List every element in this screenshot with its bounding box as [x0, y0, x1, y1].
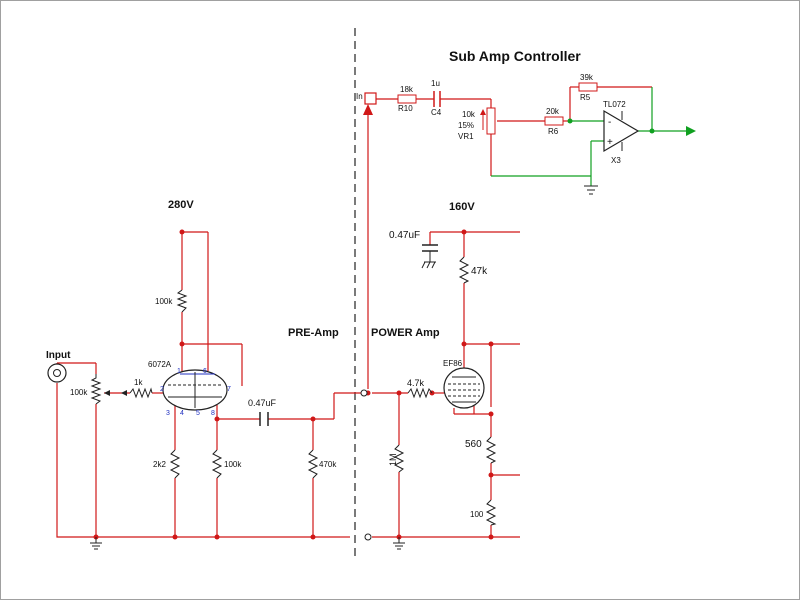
power-plate-resistor-icon	[458, 256, 470, 284]
supply-280v-label: 280V	[168, 199, 194, 211]
vr1-potentiometer-icon	[480, 107, 496, 135]
input-pot-icon	[90, 374, 110, 405]
c4-capacitor-icon	[433, 91, 441, 107]
grid-resistor-icon	[129, 387, 153, 399]
power-cathode2-resistor-icon	[485, 499, 497, 526]
poweramp-label: POWER Amp	[371, 327, 440, 339]
r5-resistor-icon	[578, 82, 598, 92]
c4-name: C4	[431, 108, 442, 117]
opamp-plus: +	[607, 137, 613, 148]
opamp-minus: -	[608, 117, 611, 128]
input-pot-value: 100k	[70, 388, 88, 397]
r6-value: 20k	[546, 107, 560, 116]
cathode2-resistor-icon	[211, 449, 223, 479]
decoupling-cap-value: 0.47uF	[389, 230, 420, 241]
input-jack-icon	[47, 363, 67, 383]
plate-resistor-value: 100k	[155, 297, 173, 306]
svg-text:6: 6	[203, 368, 207, 375]
diagram-title: Sub Amp Controller	[449, 48, 581, 64]
power-cathode-resistor-value: 560	[465, 439, 482, 450]
cathode-resistor-icon	[169, 449, 181, 479]
plate-resistor-icon	[176, 289, 188, 313]
opamp-part: TL072	[603, 100, 626, 109]
vr1-tolerance: 15%	[458, 121, 474, 130]
power-grid-leak-value: 1M	[388, 453, 398, 466]
preamp-tube-icon	[162, 369, 228, 411]
preamp-tube-label: 6072A	[148, 360, 172, 369]
power-grid-leak-icon	[393, 444, 405, 473]
terminal-ground-icon	[364, 533, 372, 541]
svg-text:7: 7	[227, 386, 231, 393]
cathode2-resistor-value: 100k	[224, 460, 242, 469]
r10-name: R10	[398, 104, 413, 113]
power-cathode2-resistor-value: 100	[470, 510, 484, 519]
r10-resistor-icon	[397, 94, 417, 104]
opamp-ref: X3	[611, 156, 621, 165]
power-tube-label: EF86	[443, 359, 463, 368]
svg-text:4: 4	[180, 410, 184, 417]
preamp-wires	[56, 231, 364, 538]
grid-resistor-value: 1k	[134, 378, 143, 387]
controller-in-label: In	[356, 92, 363, 101]
controller-wires-red	[368, 86, 652, 176]
r5-name: R5	[580, 93, 591, 102]
cathode-resistor-value: 2k2	[153, 460, 166, 469]
coupling-cap-value: 0.47uF	[248, 398, 277, 408]
ground-icon-2	[393, 537, 405, 550]
r6-resistor-icon	[544, 116, 564, 126]
terminal-signal-icon	[360, 389, 368, 397]
c4-value: 1u	[431, 79, 440, 88]
r5-value: 39k	[580, 73, 594, 82]
power-grid-resistor-value: 4.7k	[407, 378, 425, 388]
r10-value: 18k	[400, 85, 414, 94]
power-cathode-resistor-icon	[485, 436, 497, 464]
svg-text:8: 8	[211, 410, 215, 417]
power-tube-icon	[443, 367, 485, 409]
preamp-label: PRE-Amp	[288, 327, 339, 339]
opamp-icon	[603, 109, 640, 153]
coupling-capacitor-icon	[259, 412, 269, 426]
grid-leak-value: 470k	[319, 460, 337, 469]
input-label: Input	[46, 350, 71, 361]
decoupling-capacitor-icon	[421, 244, 438, 269]
vr1-value: 10k	[462, 110, 476, 119]
power-plate-resistor-value: 47k	[471, 266, 488, 277]
svg-text:1: 1	[177, 368, 181, 375]
controller-wires-green	[491, 87, 686, 186]
svg-text:5: 5	[196, 410, 200, 417]
power-grid-resistor-icon	[407, 387, 433, 399]
vr1-name: VR1	[458, 132, 474, 141]
supply-160v-label: 160V	[449, 201, 475, 213]
controller-ground-icon	[584, 185, 598, 195]
output-arrow-icon	[686, 126, 696, 136]
signal-arrow-icon	[363, 104, 373, 115]
grid-leak-resistor-icon	[307, 449, 319, 479]
svg-text:2: 2	[160, 386, 164, 393]
controller-in-terminal-icon	[364, 92, 377, 105]
r6-name: R6	[548, 127, 559, 136]
svg-text:3: 3	[166, 410, 170, 417]
ground-icon-1	[90, 537, 102, 550]
